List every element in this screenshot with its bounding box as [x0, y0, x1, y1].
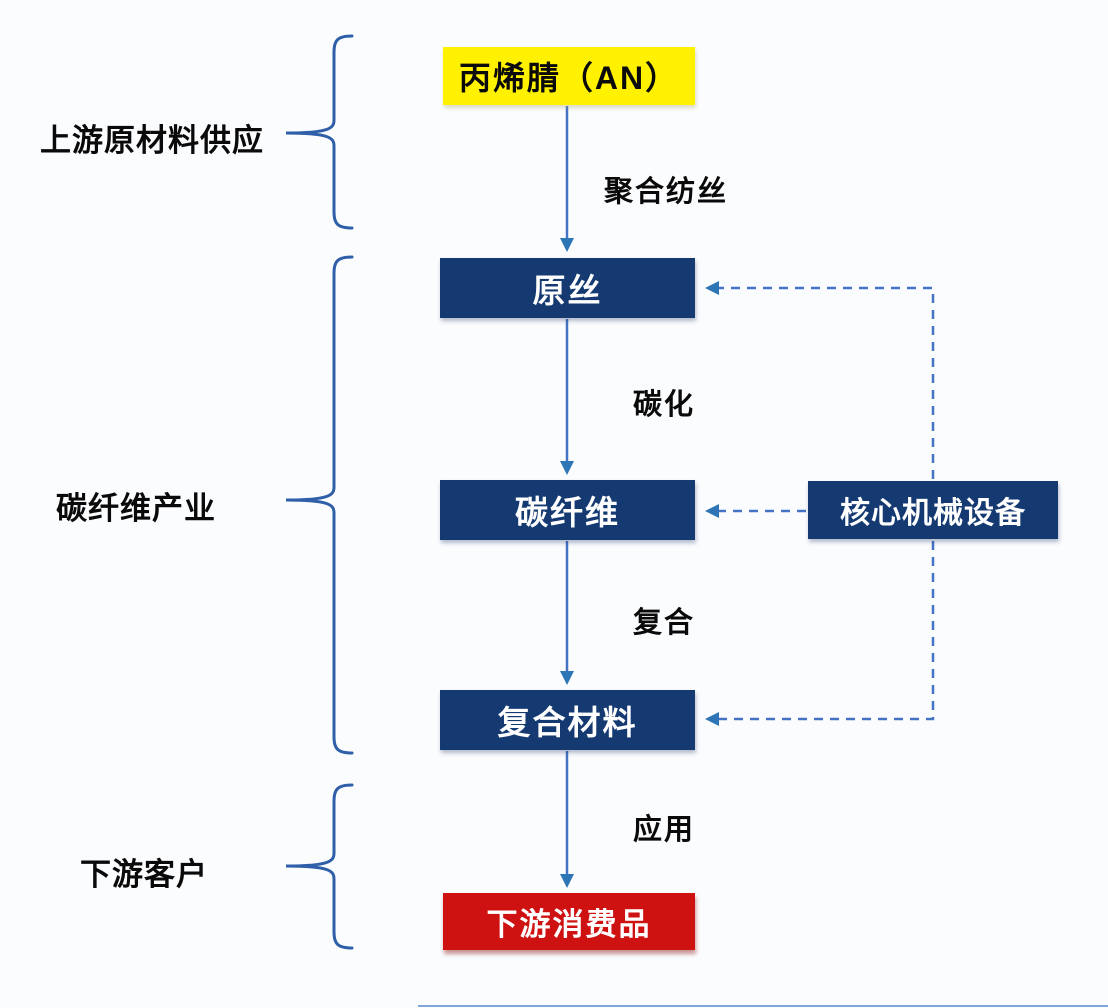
- process-label-compositing: 复合: [633, 607, 696, 639]
- node-precursor-fiber-label: 原丝: [532, 272, 603, 309]
- dashed-arrow-equipment-to-composite: [705, 541, 935, 726]
- brace-downstream: [285, 783, 354, 950]
- brace-upstream: [285, 34, 354, 230]
- node-acrylonitrile: 丙烯腈（AN）: [443, 47, 695, 105]
- group-label-upstream: 上游原材料供应: [40, 123, 264, 158]
- dashed-arrow-equipment-to-precursor: [705, 281, 935, 479]
- process-label-polymer-spinning: 聚合纺丝: [604, 176, 729, 208]
- node-downstream-consumer-label: 下游消费品: [486, 907, 652, 942]
- node-acrylonitrile-label: 丙烯腈（AN）: [458, 60, 680, 96]
- node-composite-material: 复合材料: [440, 690, 695, 750]
- group-label-industry: 碳纤维产业: [56, 491, 216, 526]
- node-carbon-fiber-label: 碳纤维: [515, 494, 620, 531]
- brace-industry: [285, 255, 354, 755]
- node-core-machinery-label: 核心机械设备: [840, 497, 1026, 530]
- node-carbon-fiber: 碳纤维: [440, 480, 695, 540]
- process-label-application: 应用: [633, 814, 696, 846]
- node-core-machinery: 核心机械设备: [808, 481, 1058, 539]
- bottom-edge-line: [418, 1005, 1108, 1007]
- process-label-carbonization: 碳化: [633, 389, 696, 421]
- node-composite-material-label: 复合材料: [497, 704, 638, 741]
- group-label-downstream: 下游客户: [80, 857, 208, 892]
- node-precursor-fiber: 原丝: [440, 258, 695, 318]
- node-downstream-consumer: 下游消费品: [443, 893, 695, 950]
